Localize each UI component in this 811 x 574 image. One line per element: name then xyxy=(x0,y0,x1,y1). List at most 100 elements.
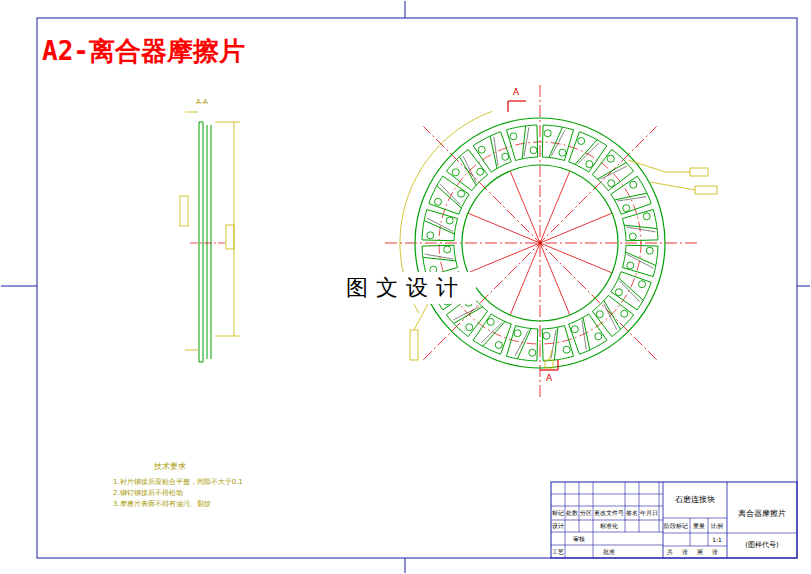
table-cell: 标准化 xyxy=(600,523,618,530)
rivet-hole xyxy=(638,281,645,288)
pad-groove xyxy=(425,254,454,259)
pad-groove xyxy=(551,130,565,156)
table-cell: 标记 xyxy=(552,510,564,517)
ring-circle xyxy=(415,118,665,368)
table-line xyxy=(663,518,727,519)
title-block-border xyxy=(551,482,797,558)
center-line xyxy=(423,126,656,359)
plate-edge xyxy=(207,125,208,359)
table-cell: 分区 xyxy=(580,510,592,517)
rivet-hole xyxy=(446,217,453,224)
friction-pad xyxy=(542,125,573,161)
table-cell: 批准 xyxy=(603,549,615,556)
friction-pad xyxy=(592,149,633,190)
dimension-box xyxy=(226,225,234,249)
section-view xyxy=(180,112,240,362)
pad-groove xyxy=(522,126,525,159)
table-line xyxy=(551,520,663,521)
table-cell: 比例 xyxy=(711,523,723,530)
pad-groove xyxy=(627,227,656,232)
table-cell: 设计 xyxy=(552,523,564,530)
company-cell: 石磨连接块 xyxy=(675,496,715,505)
center-line xyxy=(385,243,700,244)
ring-circle xyxy=(462,165,618,321)
table-cell: 共 xyxy=(667,549,673,556)
rivet-hole xyxy=(427,232,434,239)
pad-groove xyxy=(554,327,557,360)
friction-pad xyxy=(429,176,469,214)
pad-groove xyxy=(463,156,476,182)
friction-pad xyxy=(506,125,537,161)
table-cell: 更改文件号 xyxy=(594,510,624,517)
friction-pad xyxy=(592,295,633,336)
table-cell: 工艺 xyxy=(552,549,564,556)
rivet-hole xyxy=(646,247,653,254)
table-line xyxy=(551,506,663,507)
table-line xyxy=(551,494,663,495)
leader-line xyxy=(665,172,690,173)
rivet-hole xyxy=(502,153,509,160)
table-line xyxy=(593,532,594,558)
technical-note: 3.摩擦片表面不得有油污、裂纹 xyxy=(113,501,211,509)
section-mark xyxy=(508,100,526,101)
rivet-hole xyxy=(623,205,630,212)
notes-heading: 技术要求 xyxy=(154,463,186,472)
centering-mark xyxy=(405,1,406,18)
pad-groove xyxy=(454,307,483,324)
pad-groove xyxy=(460,157,477,186)
friction-pad xyxy=(542,325,573,361)
plate-edge xyxy=(203,122,204,362)
table-cell: 签名 xyxy=(626,510,638,517)
rivet-hole xyxy=(444,246,451,253)
rivet-hole xyxy=(477,168,484,175)
table-line xyxy=(565,532,566,558)
drawing-title: A2-离合器摩擦片 xyxy=(42,38,245,64)
rivet-hole xyxy=(643,213,650,220)
friction-pad xyxy=(611,272,651,310)
pad-groove xyxy=(617,197,646,201)
section-name: A-A xyxy=(196,99,208,107)
pad-groove xyxy=(423,257,456,260)
center-line xyxy=(540,213,612,243)
table-line xyxy=(727,533,797,534)
table-cell: 重量 xyxy=(693,523,705,530)
pad-groove xyxy=(624,225,657,228)
rivet-hole xyxy=(435,198,442,205)
center-line xyxy=(510,171,540,243)
rivet-hole xyxy=(630,181,637,188)
table-line xyxy=(639,482,640,532)
friction-pad xyxy=(569,314,607,354)
friction-ring xyxy=(385,85,717,400)
pad-groove xyxy=(604,301,621,330)
pad-groove xyxy=(604,304,617,330)
table-line xyxy=(727,482,728,558)
center-line xyxy=(540,243,570,315)
title-block xyxy=(551,482,797,558)
callout-box xyxy=(695,186,717,194)
table-cell: 张 xyxy=(682,549,688,556)
rivet-hole xyxy=(571,326,578,333)
plate-edge xyxy=(211,125,212,359)
table-cell: 阶段标记 xyxy=(664,523,688,530)
dimension-box xyxy=(180,196,188,226)
centering-mark xyxy=(405,558,406,573)
rivet-hole xyxy=(595,333,602,340)
rivet-hole xyxy=(543,332,550,339)
plate-edge xyxy=(199,362,203,363)
section-mark xyxy=(557,360,558,370)
rivet-hole xyxy=(530,147,537,154)
rivet-hole xyxy=(596,311,603,318)
friction-pad xyxy=(622,209,658,240)
table-cell: 处数 xyxy=(566,510,578,517)
table-line xyxy=(708,518,709,546)
center-line xyxy=(423,126,656,359)
friction-pad xyxy=(506,325,537,361)
table-line xyxy=(663,533,727,534)
table-line xyxy=(565,482,566,532)
pad-groove xyxy=(598,163,627,180)
rivet-hole xyxy=(608,180,615,187)
watermark: 图文设计 xyxy=(336,272,476,304)
friction-pad xyxy=(622,245,658,276)
rivet-hole xyxy=(529,349,536,356)
